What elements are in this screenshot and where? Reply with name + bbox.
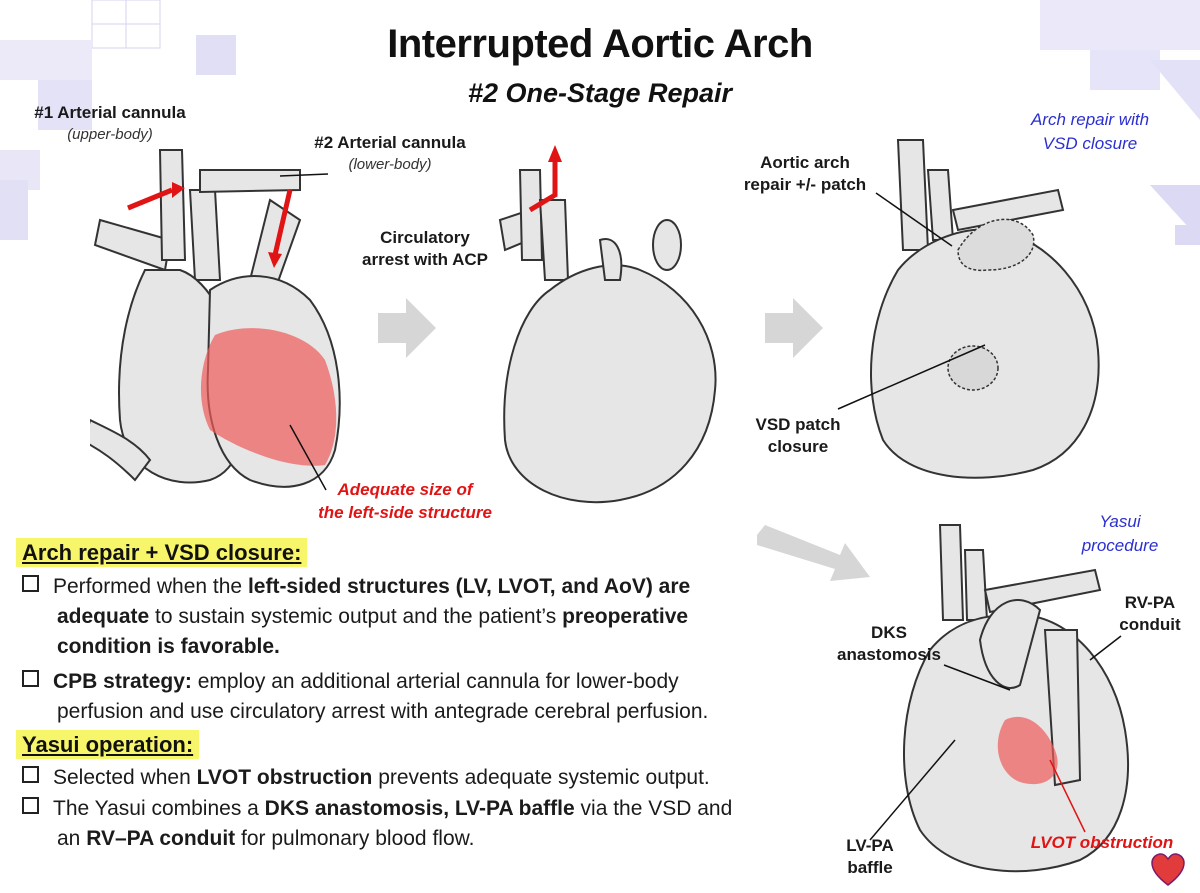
label-arch-vsd-line2: VSD closure: [1042, 134, 1138, 153]
label-arch-vsd-line1: Arch repair with: [1030, 110, 1150, 129]
heart-logo-icon: [1151, 853, 1185, 886]
s2b2-b: DKS anastomosis, LV-PA baffle: [264, 797, 575, 820]
heart-illustration-arch-repair: [870, 139, 1100, 479]
arrow-diagonal-icon: [757, 525, 870, 581]
label-rvpa-line2: conduit: [1119, 615, 1181, 634]
label-rvpa-line1: RV-PA: [1124, 593, 1176, 612]
label-cannula2-text: #2 Arterial cannula: [314, 133, 466, 152]
label-rvpa-conduit: RV-PA conduit: [1100, 592, 1200, 636]
label-arch-repair: Aortic arch repair +/- patch: [725, 152, 885, 196]
label-cannula1: #1 Arterial cannula (upper-body): [10, 102, 210, 146]
section2-heading-text: Yasui operation: [22, 732, 186, 757]
highlight-left-structure: [200, 328, 337, 466]
s2b2-f: for pulmonary blood flow.: [235, 827, 475, 850]
section1-heading: Arch repair + VSD closure:: [16, 538, 308, 567]
label-yasui-title: Yasui procedure: [1060, 510, 1180, 558]
label-adequate-size: Adequate size of the left-side structure: [285, 478, 525, 524]
page-subtitle: #2 One-Stage Repair: [467, 78, 733, 108]
s1b1-d: to sustain systemic output and the patie…: [149, 605, 563, 628]
section2-bullet1: Selected when LVOT obstruction prevents …: [22, 763, 862, 793]
s1b1-c: adequate: [57, 605, 150, 628]
label-adequate-line2: the left-side structure: [318, 503, 492, 522]
section2-heading-colon: :: [185, 732, 194, 757]
label-circ-line1: Circulatory: [380, 228, 470, 247]
label-lvot-obstruction: LVOT obstruction: [1030, 833, 1174, 852]
label-dks-anastomosis: DKS anastomosis: [823, 622, 955, 666]
label-dks-line1: DKS: [871, 623, 907, 642]
label-adequate-line1: Adequate size of: [337, 480, 473, 499]
s2b1-c: prevents adequate systemic output.: [372, 766, 710, 789]
highlight-lvot: [997, 716, 1058, 785]
label-cannula2: #2 Arterial cannula (lower-body): [290, 132, 490, 176]
checkbox-icon: [22, 575, 39, 592]
s1b1-e: preoperative: [562, 605, 689, 628]
label-vsd-line2: closure: [767, 437, 829, 456]
label-arch-line2: repair +/- patch: [743, 175, 867, 194]
section1-bullet1: Performed when the left-sided structures…: [22, 572, 862, 662]
s1b1-a: Performed when the: [53, 575, 248, 598]
label-arch-vsd-title: Arch repair with VSD closure: [1000, 108, 1180, 156]
s1b1-b: left-sided structures (LV, LVOT, and AoV…: [247, 575, 691, 598]
label-vsd-line1: VSD patch: [755, 415, 841, 434]
s2b2-e: RV–PA conduit: [86, 827, 236, 850]
heart-illustration-yasui: [902, 524, 1129, 873]
s1b2-c: perfusion and use circulatory arrest wit…: [57, 700, 709, 723]
arrow-right-icon: [765, 298, 823, 358]
label-circ-line2: arrest with ACP: [362, 250, 488, 269]
label-circulatory-arrest: Circulatory arrest with ACP: [345, 227, 505, 271]
section1-heading-colon: :: [294, 540, 302, 565]
label-cannula1-sub: (upper-body): [67, 126, 153, 143]
section2-heading: Yasui operation:: [16, 730, 200, 759]
section1-heading-text: Arch repair + VSD closure: [22, 540, 295, 565]
page-title: Interrupted Aortic Arch: [387, 22, 813, 66]
s1b2-a: CPB strategy:: [53, 670, 192, 693]
s2b1-a: Selected when: [53, 766, 197, 789]
s2b2-c: via the VSD and: [574, 797, 733, 820]
heart-illustration-cannulation: [90, 149, 341, 488]
label-cannula1-text: #1 Arterial cannula: [34, 103, 186, 122]
label-arch-line1: Aortic arch: [760, 153, 850, 172]
label-lvpa-line2: baffle: [847, 858, 893, 877]
checkbox-icon: [22, 766, 39, 783]
label-yasui-line2: procedure: [1081, 536, 1159, 555]
checkbox-icon: [22, 670, 39, 687]
section2-bullet2: The Yasui combines a DKS anastomosis, LV…: [22, 794, 862, 854]
s1b2-b: employ an additional arterial cannula fo…: [191, 670, 679, 693]
arrow-right-icon: [378, 298, 436, 358]
label-lvpa-line1: LV-PA: [846, 836, 894, 855]
label-dks-line2: anastomosis: [837, 645, 941, 664]
s2b2-a: The Yasui combines a: [53, 797, 265, 820]
s1b1-f: condition is favorable.: [57, 635, 280, 658]
heart-illustration-arrest: [498, 145, 717, 504]
label-cannula2-sub: (lower-body): [348, 156, 432, 173]
label-yasui-line1: Yasui: [1099, 512, 1141, 531]
label-vsd-patch: VSD patch closure: [728, 414, 868, 458]
label-lvpa-baffle: LV-PA baffle: [820, 835, 920, 879]
s2b2-d: an: [57, 827, 87, 850]
checkbox-icon: [22, 797, 39, 814]
s2b1-b: LVOT obstruction: [196, 766, 373, 789]
section1-bullet2: CPB strategy: employ an additional arter…: [22, 667, 862, 727]
